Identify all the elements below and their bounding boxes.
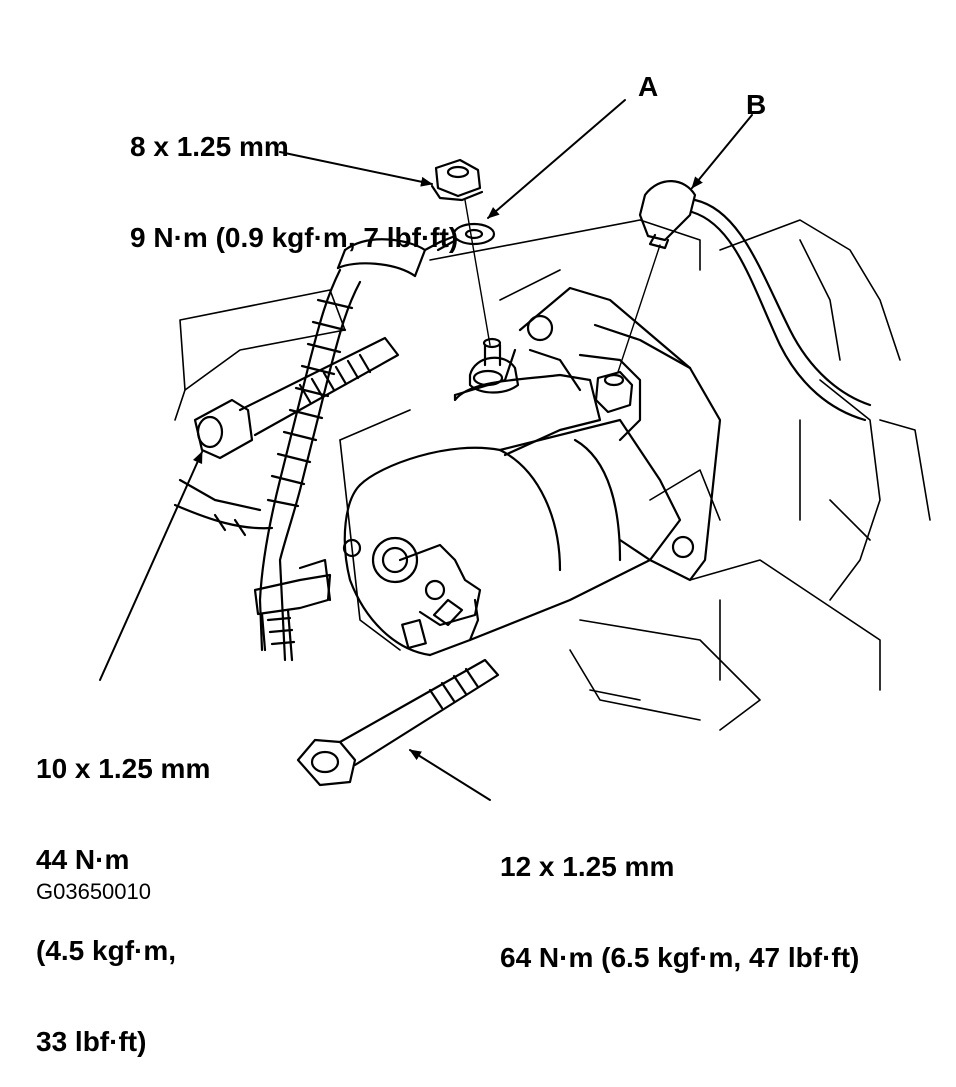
upper-bolt bbox=[193, 336, 400, 460]
figure-id: G03650010 bbox=[36, 879, 151, 904]
starter-motor-diagram bbox=[99, 99, 931, 801]
lower-bolt-spec-size: 12 x 1.25 mm bbox=[500, 851, 675, 883]
cable-b bbox=[638, 180, 872, 422]
engine-block-outline bbox=[174, 219, 931, 731]
nut-spec-size: 8 x 1.25 mm bbox=[130, 131, 289, 163]
label-b: B bbox=[746, 89, 767, 120]
upper-bolt-spec-kgf: (4.5 kgf·m, bbox=[36, 934, 177, 966]
nut-callout: 8 x 1.25 mm 9 N·m (0.9 kgf·m, 7 lbf·ft) bbox=[130, 72, 458, 284]
lower-bolt bbox=[296, 658, 500, 787]
lower-bolt-callout: 12 x 1.25 mm 64 N·m (6.5 kgf·m, 47 lbf·f… bbox=[500, 792, 859, 1004]
leader-arrows bbox=[99, 99, 753, 801]
starter-motor bbox=[342, 286, 722, 657]
lower-bolt-spec-torque: 64 N·m (6.5 kgf·m, 47 lbf·ft) bbox=[500, 942, 860, 974]
upper-bolt-spec-torque: 44 N·m bbox=[36, 844, 130, 876]
alignment-lines bbox=[464, 199, 661, 373]
nut-spec-torque: 9 N·m (0.9 kgf·m, 7 lbf·ft) bbox=[130, 222, 459, 254]
upper-bolt-spec-lbf: 33 lbf·ft) bbox=[36, 1025, 147, 1057]
label-a: A bbox=[638, 71, 659, 102]
upper-bolt-spec-size: 10 x 1.25 mm bbox=[36, 753, 211, 785]
wire-harness bbox=[173, 222, 496, 662]
flange-nut bbox=[430, 158, 484, 202]
